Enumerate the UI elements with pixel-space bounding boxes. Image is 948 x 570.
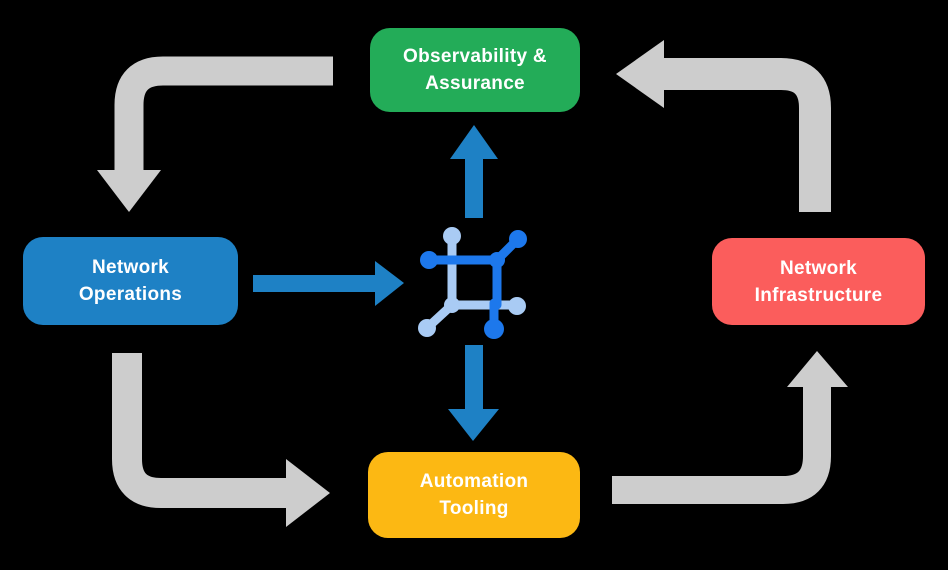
node-label-line: Automation (419, 471, 529, 492)
arrow-operations-to-icon (253, 261, 404, 306)
network-automation-icon (418, 227, 527, 339)
arrow-infrastructure-to-observability (616, 40, 831, 212)
node-label-line: Operations (78, 284, 183, 305)
node-label-line: Network (779, 257, 858, 279)
node-automation-tooling: Automation Tooling (368, 452, 580, 538)
node-label-line: Assurance (425, 73, 525, 94)
arrow-icon-to-automation (448, 345, 499, 441)
node-observability-assurance: Observability & Assurance (370, 28, 580, 112)
arrow-operations-to-automation (112, 353, 330, 527)
node-network-infrastructure: Network Infrastructure (712, 238, 925, 325)
node-label-line: Network (91, 257, 170, 278)
node-label-line: Infrastructure (754, 284, 883, 306)
arrow-icon-to-observability (450, 125, 498, 218)
node-label-line: Observability & (403, 46, 547, 67)
node-network-operations: Network Operations (23, 237, 238, 325)
arrow-automation-to-infrastructure (612, 351, 848, 504)
node-label-line: Tooling (439, 498, 509, 519)
arrow-observability-to-operations (97, 56, 333, 212)
